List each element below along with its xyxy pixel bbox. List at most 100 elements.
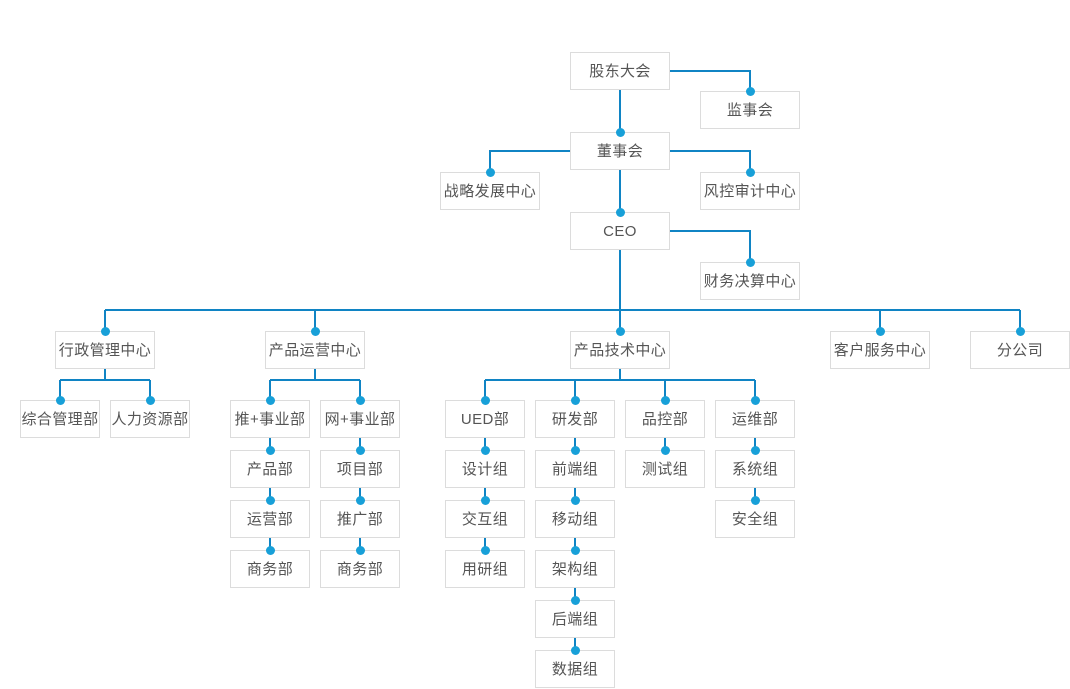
dot-tech-qa-0 [660,395,670,405]
dot-strategy [485,167,495,177]
node-tech-ued-用研组[interactable]: 用研组 [445,550,525,588]
node-label: 产品技术中心 [573,341,667,359]
dot-prodops-wang-0 [355,395,365,405]
dot-tech-ops-1 [750,445,760,455]
dot-center-0 [100,326,110,336]
node-label: 商务部 [246,560,294,578]
node-prodops-wang-商务部[interactable]: 商务部 [320,550,400,588]
node-tech-ops-运维部[interactable]: 运维部 [715,400,795,438]
node-prodops-wang-推广部[interactable]: 推广部 [320,500,400,538]
node-tech-rd-移动组[interactable]: 移动组 [535,500,615,538]
node-admin[interactable]: 行政管理中心 [55,331,155,369]
node-label: 设计组 [461,460,509,478]
dot-tech-rd-5 [570,645,580,655]
node-label: 后端组 [551,610,599,628]
dot-tech-ued-0 [480,395,490,405]
node-prodtech[interactable]: 产品技术中心 [570,331,670,369]
node-label: 项目部 [336,460,384,478]
connector-path [670,70,751,91]
node-tech-qa-测试组[interactable]: 测试组 [625,450,705,488]
node-strategy[interactable]: 战略发展中心 [440,172,540,210]
node-supervisory[interactable]: 监事会 [700,91,800,129]
node-label: 运维部 [731,410,779,428]
node-label: 客户服务中心 [833,341,927,359]
node-label: 产品部 [246,460,294,478]
node-label: 研发部 [551,410,599,428]
node-label: 网+事业部 [324,410,396,428]
dot-tech-rd-3 [570,545,580,555]
node-label: CEO [603,222,637,240]
node-admin-hr-人力资源部[interactable]: 人力资源部 [110,400,190,438]
node-tech-ops-安全组[interactable]: 安全组 [715,500,795,538]
dot-center-1 [310,326,320,336]
node-prodops[interactable]: 产品运营中心 [265,331,365,369]
dot-tech-rd-0 [570,395,580,405]
dot-tech-ued-3 [480,545,490,555]
node-label: 战略发展中心 [443,182,537,200]
node-label: 产品运营中心 [268,341,362,359]
node-admin-general-综合管理部[interactable]: 综合管理部 [20,400,100,438]
dot-tech-rd-2 [570,495,580,505]
dot-prodops-wang-1 [355,445,365,455]
node-tech-qa-品控部[interactable]: 品控部 [625,400,705,438]
dot-board [615,127,625,137]
dot-center-4 [1015,326,1025,336]
dot-center-3 [875,326,885,336]
node-prodops-wang-网+事业部[interactable]: 网+事业部 [320,400,400,438]
node-prodops-tui-推+事业部[interactable]: 推+事业部 [230,400,310,438]
node-custserv[interactable]: 客户服务中心 [830,331,930,369]
dot-center-2 [615,326,625,336]
dot-tech-rd-4 [570,595,580,605]
node-prodops-wang-项目部[interactable]: 项目部 [320,450,400,488]
node-tech-rd-数据组[interactable]: 数据组 [535,650,615,688]
dot-prodops-tui-1 [265,445,275,455]
dot-tech-qa-1 [660,445,670,455]
dot-admin-hr-0 [145,395,155,405]
dot-prodops-wang-3 [355,545,365,555]
node-tech-rd-研发部[interactable]: 研发部 [535,400,615,438]
node-label: 监事会 [726,101,774,119]
node-label: 推+事业部 [234,410,306,428]
node-label: 人力资源部 [111,410,189,428]
node-label: 用研组 [461,560,509,578]
node-tech-rd-架构组[interactable]: 架构组 [535,550,615,588]
node-label: 商务部 [336,560,384,578]
dot-riskaudit [745,167,755,177]
dot-tech-ops-2 [750,495,760,505]
node-label: 行政管理中心 [58,341,152,359]
node-tech-ued-交互组[interactable]: 交互组 [445,500,525,538]
dot-admin-general-0 [55,395,65,405]
node-tech-ops-系统组[interactable]: 系统组 [715,450,795,488]
node-prodops-tui-商务部[interactable]: 商务部 [230,550,310,588]
node-riskaudit[interactable]: 风控审计中心 [700,172,800,210]
node-prodops-tui-运营部[interactable]: 运营部 [230,500,310,538]
node-label: 分公司 [996,341,1044,359]
dot-prodops-tui-0 [265,395,275,405]
node-tech-rd-前端组[interactable]: 前端组 [535,450,615,488]
node-label: 数据组 [551,660,599,678]
dot-tech-ops-0 [750,395,760,405]
node-label: 财务决算中心 [703,272,797,290]
node-label: UED部 [460,410,510,428]
node-shareholders[interactable]: 股东大会 [570,52,670,90]
dot-tech-ued-1 [480,445,490,455]
node-ceo[interactable]: CEO [570,212,670,250]
node-label: 安全组 [731,510,779,528]
node-label: 运营部 [246,510,294,528]
node-board[interactable]: 董事会 [570,132,670,170]
node-branch[interactable]: 分公司 [970,331,1070,369]
node-finance[interactable]: 财务决算中心 [700,262,800,300]
node-tech-ued-设计组[interactable]: 设计组 [445,450,525,488]
dot-prodops-tui-2 [265,495,275,505]
node-label: 移动组 [551,510,599,528]
connector-path [670,150,751,172]
node-label: 前端组 [551,460,599,478]
node-tech-rd-后端组[interactable]: 后端组 [535,600,615,638]
dot-supervisory [745,86,755,96]
node-label: 综合管理部 [21,410,99,428]
node-label: 交互组 [461,510,509,528]
dot-tech-rd-1 [570,445,580,455]
node-prodops-tui-产品部[interactable]: 产品部 [230,450,310,488]
node-tech-ued-ued部[interactable]: UED部 [445,400,525,438]
